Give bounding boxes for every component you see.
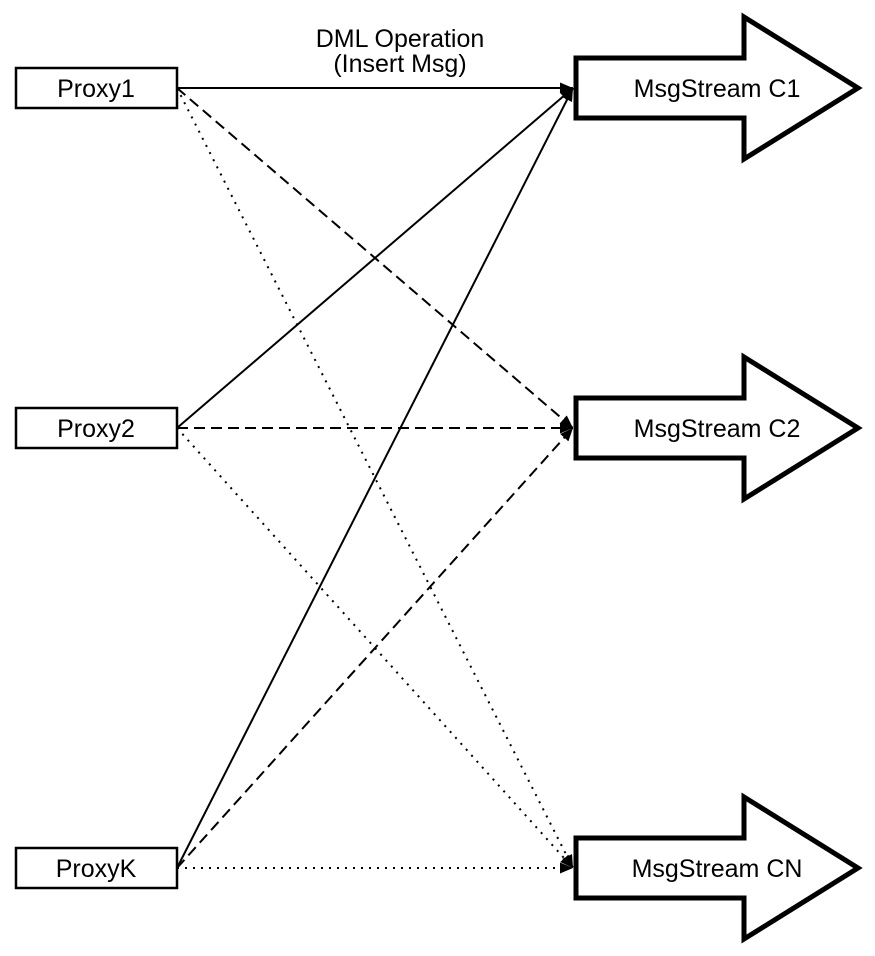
proxy2-box — [14, 406, 179, 450]
msgstream-c2-label: MsgStream C2 — [634, 415, 801, 443]
proxyk-box — [14, 846, 179, 890]
edge-proxyk-c1 — [176, 87, 574, 869]
msgstream-c2-arrow-shape — [573, 352, 863, 504]
msgstream-cn-label: MsgStream CN — [632, 855, 803, 883]
proxyk-label: ProxyK — [56, 855, 137, 883]
msgstream-c1-arrow-shape — [573, 12, 863, 164]
msgstream-cn-arrow-shape — [573, 792, 863, 944]
proxy2-label: Proxy2 — [57, 415, 135, 443]
edge-proxy1-c2 — [176, 87, 574, 429]
edge-proxyk-c2 — [176, 427, 574, 869]
proxy1-box — [14, 66, 179, 110]
proxy1-label: Proxy1 — [57, 75, 135, 103]
proxy-node-proxy2: Proxy2 — [14, 406, 179, 450]
dml-operation-line2: (Insert Msg) — [333, 50, 466, 78]
edge-proxy1-cn — [176, 87, 574, 869]
msgstream-c1-label: MsgStream C1 — [634, 75, 801, 103]
dml-operation-annotation: DML Operation (Insert Msg) — [316, 25, 485, 78]
stream-node-cn: MsgStream CN — [573, 792, 863, 944]
dml-operation-line1: DML Operation — [316, 25, 485, 53]
proxy-node-proxy1: Proxy1 — [14, 66, 179, 110]
stream-node-c2: MsgStream C2 — [573, 352, 863, 504]
edges-layer — [176, 82, 574, 874]
stream-node-c1: MsgStream C1 — [573, 12, 863, 164]
proxy-node-proxyk: ProxyK — [14, 846, 179, 890]
